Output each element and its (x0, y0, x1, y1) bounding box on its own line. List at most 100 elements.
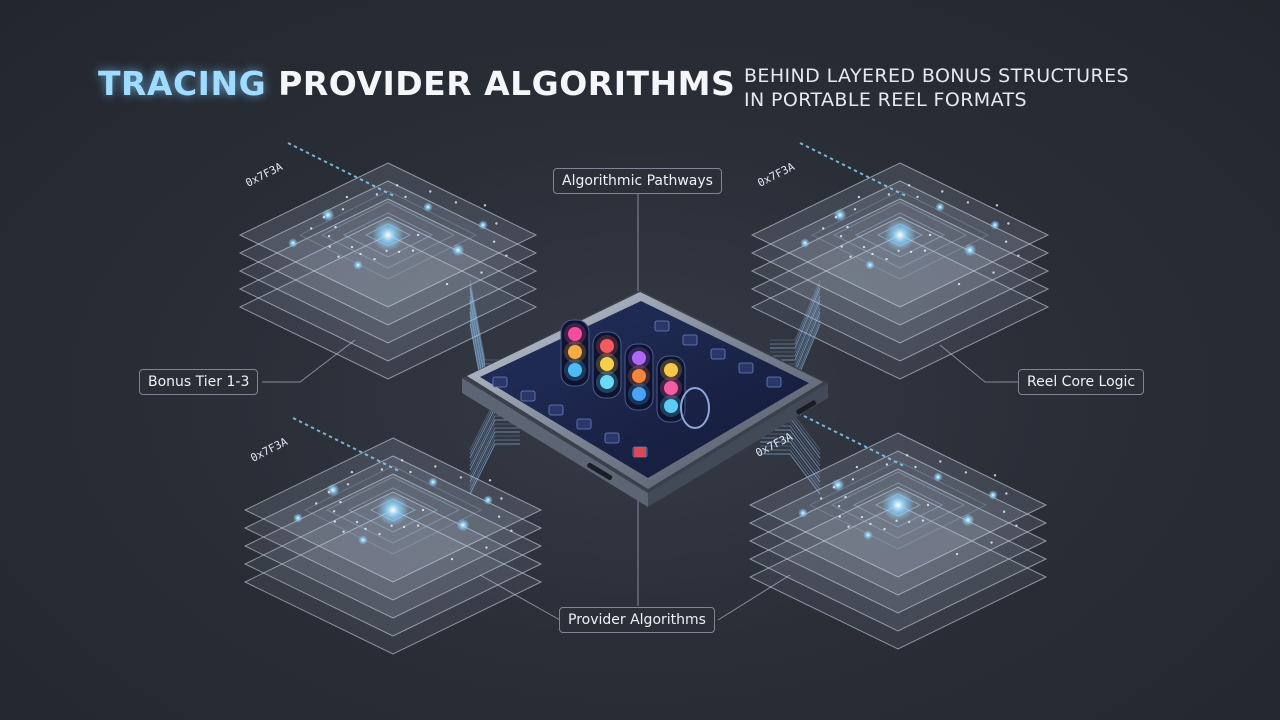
page-subtitle: BEHIND LAYERED BONUS STRUCTURES IN PORTA… (744, 64, 1129, 112)
code-tick (304, 423, 309, 427)
circuit-trace (469, 431, 520, 483)
gem-icon (664, 363, 678, 377)
code-tick (298, 420, 303, 424)
sparkle-dot (359, 252, 362, 256)
circuit-trace (760, 449, 821, 491)
sparkle-dot (883, 527, 886, 531)
sparkle-dot (333, 520, 336, 523)
code-tick (299, 148, 304, 152)
code-tick (887, 457, 892, 461)
circuit-trace (469, 439, 520, 491)
sparkle-dot (860, 515, 864, 519)
glow-node (863, 530, 873, 540)
button-icon (520, 390, 536, 402)
glow-node (377, 494, 409, 526)
glass-layer (748, 450, 1048, 596)
glass-layer (750, 198, 1050, 344)
layer-stack: 0x7F3A (238, 142, 538, 380)
code-tick (863, 445, 868, 449)
gem-glow (596, 353, 618, 375)
sparkle-dot (315, 502, 318, 505)
code-tick (829, 157, 834, 161)
circuit-trace (760, 437, 821, 479)
sparkle-dot (390, 524, 393, 527)
sparkle-dot (445, 282, 449, 286)
label-provider-algorithms: Provider Algorithms (559, 607, 715, 633)
layer-stack: 0x7F3A (243, 417, 543, 655)
sparkle-dot (851, 478, 855, 481)
sparkle-dot (907, 520, 911, 524)
sparkle-dot (345, 195, 349, 199)
sparkle-dot (921, 519, 925, 522)
sparkle-dot (957, 282, 961, 286)
code-tick (322, 432, 327, 436)
gem-icon (664, 399, 678, 413)
sparkle-dot (404, 195, 407, 199)
code-tick (346, 444, 351, 448)
sparkle-dot (378, 532, 381, 536)
sparkle-dot (838, 515, 841, 518)
sparkle-dot (1017, 254, 1020, 257)
code-tick (899, 463, 904, 467)
glow-node (456, 518, 470, 532)
code-tick (901, 193, 906, 197)
gem-icon (600, 339, 614, 353)
subtitle-line-2: IN PORTABLE REEL FORMATS (744, 89, 1027, 111)
sparkle-dot (849, 255, 852, 258)
label-reel-core-logic: Reel Core Logic (1018, 369, 1145, 395)
code-tick (353, 175, 358, 179)
code-tick (376, 459, 381, 463)
sparkle-dot (847, 525, 850, 528)
sparkle-dot (342, 530, 345, 533)
sparkle-dot (385, 249, 388, 252)
sparkle-dot (310, 227, 313, 230)
code-tick (383, 190, 388, 194)
code-tick (839, 433, 844, 437)
code-tick (875, 451, 880, 455)
sparkle-dot (914, 465, 917, 469)
sparkle-dot (869, 522, 872, 526)
code-tick (358, 450, 363, 454)
sparkle-dot (483, 204, 487, 207)
glow-node (428, 477, 438, 487)
glass-layer (243, 473, 543, 619)
glow-node (963, 243, 977, 257)
sparkle-dot (500, 497, 503, 500)
code-tick (841, 163, 846, 167)
subtitle-line-1: BEHIND LAYERED BONUS STRUCTURES (744, 65, 1129, 87)
sparkle-dot (459, 476, 463, 479)
sparkle-dot (350, 470, 354, 474)
circuit-ring (325, 476, 461, 544)
sparkle-dot (923, 249, 927, 252)
sparkle-dot (928, 233, 932, 237)
sparkle-dot (837, 505, 841, 508)
sparkle-dot (400, 459, 404, 462)
circuit-trace (469, 443, 520, 495)
code-tick (809, 418, 814, 422)
code-tick (394, 468, 399, 472)
sparkle-dot (885, 257, 888, 261)
code-tick (305, 151, 310, 155)
code-tick (329, 163, 334, 167)
gem-icon (600, 357, 614, 371)
circuit-ring (854, 212, 946, 258)
code-tick (815, 421, 820, 425)
gem-glow (564, 323, 586, 345)
glow-node (451, 243, 465, 257)
sparkle-dot (334, 225, 337, 229)
code-tick (893, 460, 898, 464)
glass-layer (243, 455, 543, 601)
code-tick (317, 157, 322, 161)
button-icon (634, 447, 646, 457)
glow-node (288, 238, 298, 248)
code-tick (833, 430, 838, 434)
sparkle-dot (421, 508, 425, 512)
sparkle-dot (857, 195, 861, 199)
code-tick (799, 142, 804, 146)
gem-glow (596, 371, 618, 393)
code-tick (889, 187, 894, 191)
circuit-trace (469, 435, 520, 487)
layer-stack: 0x7F3A (750, 142, 1050, 380)
code-tick (352, 447, 357, 451)
